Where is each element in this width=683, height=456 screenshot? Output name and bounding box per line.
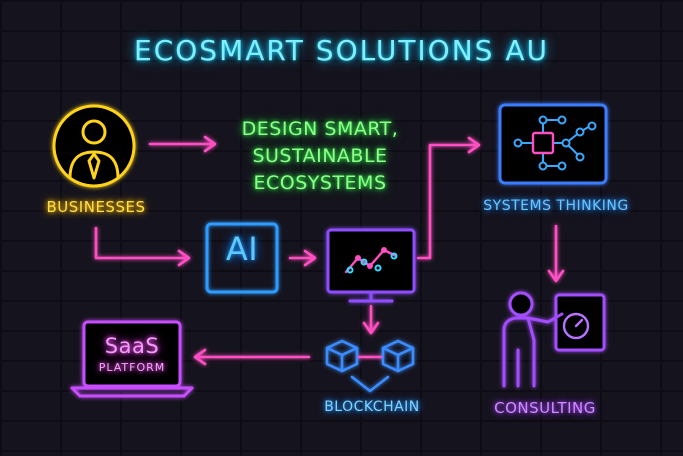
tagline: DESIGN SMART, SUSTAINABLE ECOSYSTEMS (215, 116, 425, 197)
arrow-ai-to-monitor (288, 249, 317, 267)
chart-monitor-icon (326, 228, 416, 303)
arrow-blockchain-to-saas (193, 348, 311, 366)
linked-cubes-icon (325, 339, 415, 393)
page-title: ECOSMART SOLUTIONS AU (134, 34, 549, 67)
businesses-label: BUSINESSES (46, 198, 146, 216)
presenter-board-icon (502, 291, 606, 388)
ai-label: AI (225, 230, 259, 268)
blockchain-label: BLOCKCHAIN (324, 399, 420, 415)
arrow-monitor-to-blockchain (362, 304, 380, 335)
tagline-line-1: DESIGN SMART, (241, 118, 399, 140)
systems-thinking-label: SYSTEMS THINKING (483, 198, 629, 214)
tagline-line-2: SUSTAINABLE (252, 145, 388, 167)
arrow-systems-to-consulting (547, 224, 565, 283)
network-diagram-icon (498, 103, 608, 185)
arrow-businesses-to-ai (94, 226, 191, 267)
person-in-circle-icon (52, 104, 136, 188)
saas-label: SaaS (104, 334, 160, 358)
saas-platform-label: PLATFORM (98, 361, 166, 374)
consulting-label: CONSULTING (494, 399, 596, 417)
arrow-businesses-to-tagline (148, 135, 217, 153)
arrow-monitor-to-systems (416, 136, 481, 260)
tagline-line-3: ECOSYSTEMS (253, 172, 387, 194)
laptop-icon (70, 320, 194, 398)
ai-node-box (205, 222, 279, 294)
